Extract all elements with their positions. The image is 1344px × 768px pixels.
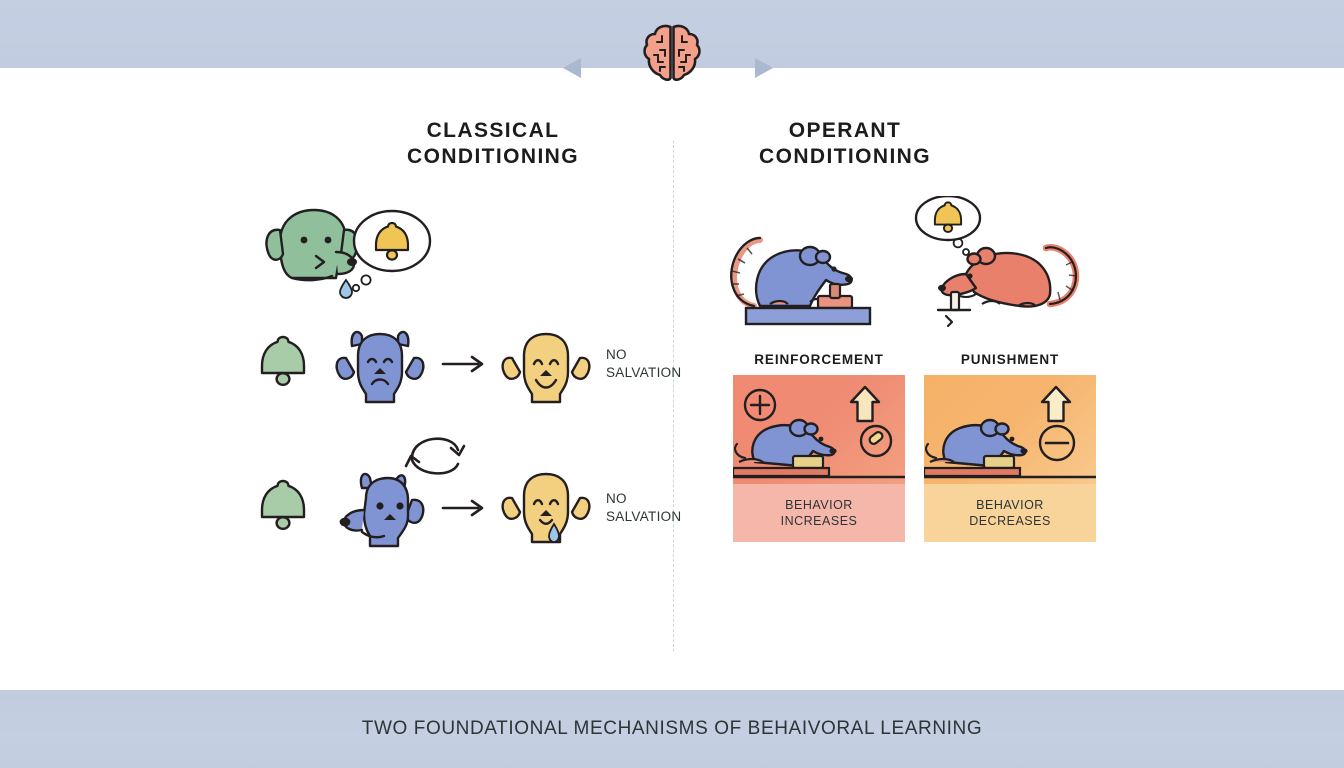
- plus-circle-icon: [743, 388, 777, 422]
- punishment-card-title: PUNISHMENT: [960, 352, 1060, 367]
- operant-conditioning-title: OPERANT CONDITIONING: [759, 119, 931, 168]
- classical-row-2-label: NO SALVATION: [606, 491, 682, 524]
- reinforcement-card[interactable]: REINFORCEMENT: [733, 352, 905, 542]
- operant-cards: REINFORCEMENT: [733, 352, 1096, 542]
- reinforcement-card-body: [733, 375, 905, 484]
- platform: [744, 306, 872, 326]
- water-drop-icon: [339, 278, 353, 299]
- arrow-up-icon: [849, 385, 881, 423]
- pellet-circle-icon: [859, 424, 893, 458]
- bell-icon: [260, 479, 306, 531]
- dog-drooling-icon: [501, 472, 591, 544]
- arrow-right-icon: [441, 355, 484, 373]
- classical-hero-illustration: [252, 196, 432, 309]
- bell-icon: [374, 221, 410, 261]
- triangle-right-icon: [755, 58, 773, 78]
- classical-conditioning-title: CLASSICAL CONDITIONING: [407, 119, 579, 168]
- triangle-left-icon: [563, 58, 581, 78]
- water-drop-icon: [548, 522, 560, 543]
- footer-band: TWO FOUNDATIONAL MECHANISMS OF BEHAIVORA…: [0, 690, 1344, 768]
- circular-arrow-icon: [400, 424, 470, 476]
- operant-hero-rat-right: [908, 194, 1088, 341]
- bell-icon: [260, 335, 306, 387]
- dog-profile-icon: [339, 472, 425, 548]
- minus-circle-icon: [1038, 424, 1076, 462]
- reinforcement-outcome: BEHAVIOR INCREASES: [733, 484, 905, 542]
- lever-icon: [936, 290, 972, 328]
- rat-pressing-lever-icon: [733, 418, 905, 479]
- reinforcement-card-title: REINFORCEMENT: [754, 352, 884, 367]
- rat-pressing-lever-icon: [924, 418, 1096, 479]
- operant-hero-rat-left: [722, 224, 882, 337]
- dog-sad-icon: [335, 330, 425, 404]
- punishment-card[interactable]: PUNISHMENT: [924, 352, 1096, 542]
- classical-row-1-label: NO SALVATION: [606, 347, 682, 380]
- classical-row-1: NO SALVATION: [252, 322, 681, 406]
- punishment-card-body: [924, 375, 1096, 484]
- arrow-right-icon: [441, 499, 484, 517]
- header-band: [0, 0, 1344, 68]
- punishment-outcome: BEHAVIOR DECREASES: [924, 484, 1096, 542]
- bell-icon: [933, 201, 963, 234]
- dog-happy-icon: [501, 332, 591, 404]
- column-divider: [673, 140, 674, 652]
- brain-icon: [636, 22, 708, 84]
- classical-row-2: NO SALVATION: [252, 462, 681, 554]
- footer-caption: TWO FOUNDATIONAL MECHANISMS OF BEHAIVORA…: [361, 718, 983, 739]
- arrow-up-icon: [1040, 385, 1072, 423]
